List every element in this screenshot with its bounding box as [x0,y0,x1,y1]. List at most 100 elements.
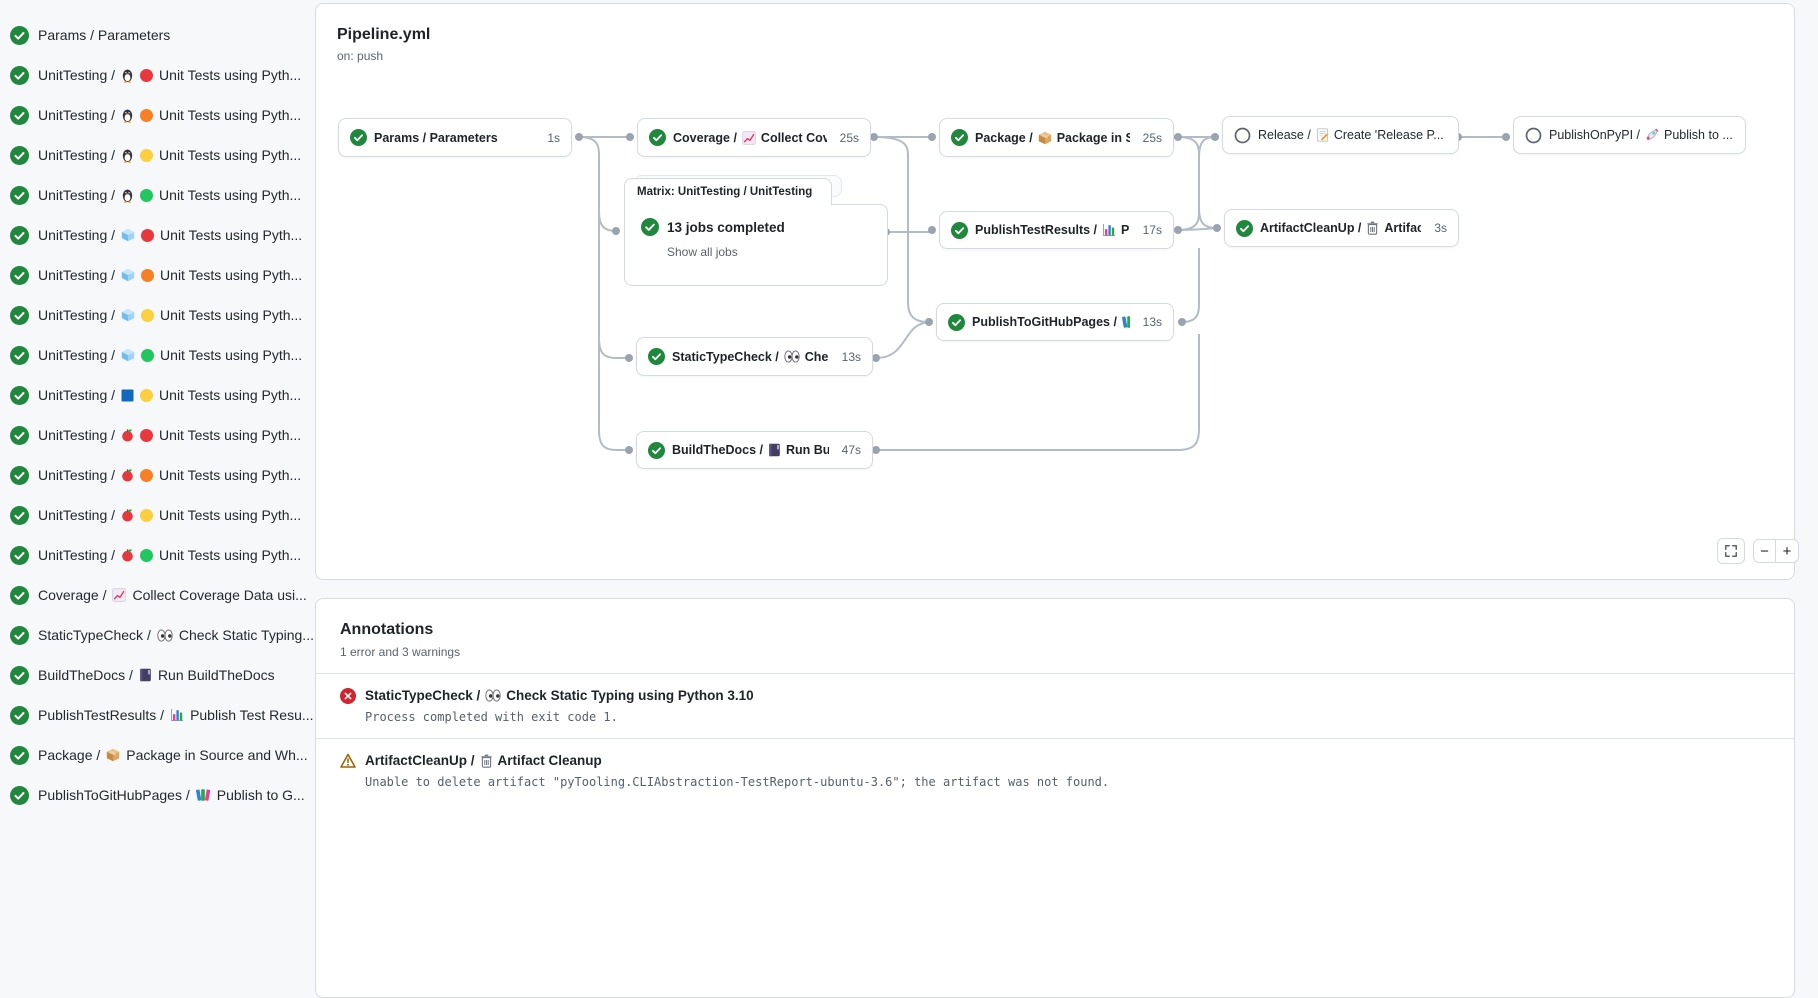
penguin-icon [121,68,134,83]
workflow-node-publishonpypi[interactable]: PublishOnPyPI /Publish to ... [1513,116,1746,154]
sidebar-job-item[interactable]: UnitTesting /Unit Tests using Pyth... [0,135,313,175]
sidebar-job-label: UnitTesting /Unit Tests using Pyth... [38,307,302,323]
success-check-icon [10,666,29,685]
sidebar-job-item[interactable]: UnitTesting /Unit Tests using Pyth... [0,495,313,535]
eyes-icon [157,629,173,642]
eyes-icon [485,689,501,702]
error-icon [340,688,356,704]
book-icon [768,443,781,457]
warning-icon [340,753,356,769]
workflow-node-coverage[interactable]: Coverage /Collect Cove...25s [637,118,871,157]
memo-icon [1316,128,1329,142]
apple-icon [121,428,134,442]
version-dot-yellow-icon [140,509,153,522]
trash-icon [1366,221,1379,235]
node-label: Coverage /Collect Cove... [673,131,827,145]
sidebar-job-item[interactable]: StaticTypeCheck /Check Static Typing... [0,615,313,655]
workflow-node-publishtogithubpages[interactable]: PublishToGitHubPages /...13s [936,303,1174,341]
sidebar-job-item[interactable]: UnitTesting /Unit Tests using Pyth... [0,335,313,375]
books-icon [1122,315,1130,329]
show-all-jobs-link[interactable]: Show all jobs [667,245,871,259]
node-label: PublishToGitHubPages /... [972,315,1130,329]
sidebar-job-item[interactable]: UnitTesting /Unit Tests using Pyth... [0,375,313,415]
annotations-panel: Annotations 1 error and 3 warnings Stati… [315,598,1795,998]
sidebar-job-item[interactable]: Params / Parameters [0,15,313,55]
sidebar-job-item[interactable]: UnitTesting /Unit Tests using Pyth... [0,455,313,495]
sidebar-job-item[interactable]: UnitTesting /Unit Tests using Pyth... [0,55,313,95]
sidebar-job-item[interactable]: PublishToGitHubPages /Publish to G... [0,775,313,815]
workflow-node-statictypecheck[interactable]: StaticTypeCheck /Chec...13s [636,337,873,376]
node-label: ArtifactCleanUp /Artifac... [1260,221,1421,235]
success-check-icon [10,346,29,365]
matrix-group-label: Matrix: UnitTesting / UnitTesting [637,186,812,198]
matrix-jobs-completed-label: 13 jobs completed [667,220,785,235]
sidebar-job-item[interactable]: UnitTesting /Unit Tests using Pyth... [0,295,313,335]
version-dot-green-icon [140,549,153,562]
node-label: BuildTheDocs /Run Buil... [672,443,829,457]
sidebar-job-label: UnitTesting /Unit Tests using Pyth... [38,427,301,443]
annotations-title: Annotations [340,621,1770,639]
jobs-sidebar: Params / ParametersUnitTesting /Unit Tes… [0,0,313,815]
workflow-node-release[interactable]: Release /Create 'Release P... [1222,116,1459,154]
cube-icon [121,308,135,322]
zoom-in-button[interactable]: + [1776,539,1799,563]
sidebar-job-item[interactable]: BuildTheDocs /Run BuildTheDocs [0,655,313,695]
workflow-node-buildthedocs[interactable]: BuildTheDocs /Run Buil...47s [636,431,873,469]
matrix-group-tab: Matrix: UnitTesting / UnitTesting [624,178,832,205]
fullscreen-button[interactable] [1717,538,1745,564]
zoom-out-button[interactable]: − [1753,539,1776,563]
package-icon [1038,131,1052,145]
node-duration: 25s [1137,131,1162,145]
sidebar-job-item[interactable]: Coverage /Collect Coverage Data usi... [0,575,313,615]
sidebar-job-label: UnitTesting /Unit Tests using Pyth... [38,147,301,163]
success-check-icon [10,786,29,805]
workflow-node-params[interactable]: Params / Parameters1s [338,118,572,157]
success-check-icon [10,546,29,565]
cube-icon [121,348,135,362]
barchart-icon [170,708,184,722]
books-icon [196,788,211,802]
sidebar-job-item[interactable]: UnitTesting /Unit Tests using Pyth... [0,175,313,215]
success-check-icon [10,26,29,45]
book-icon [139,668,152,682]
skipped-circle-icon [1234,127,1251,144]
workflow-run-page: { "colors": { "success": "#1f883d", "err… [0,0,1818,815]
sidebar-job-label: UnitTesting /Unit Tests using Pyth... [38,227,302,243]
sidebar-job-label: UnitTesting /Unit Tests using Pyth... [38,507,301,523]
success-check-icon [10,66,29,85]
annotation-title[interactable]: ArtifactCleanUp /Artifact Cleanup [365,753,1109,768]
sidebar-job-item[interactable]: UnitTesting /Unit Tests using Pyth... [0,415,313,455]
success-check-icon [951,222,968,239]
success-check-icon [948,314,965,331]
node-duration: 17s [1137,223,1162,237]
zoom-controls: − + [1753,539,1799,563]
sidebar-job-label: UnitTesting /Unit Tests using Pyth... [38,387,301,403]
graph-header: Pipeline.yml on: push [337,26,430,63]
cube-icon [121,268,135,282]
success-check-icon [10,386,29,405]
workflow-node-publishtestresults[interactable]: PublishTestResults /Pu...17s [939,211,1174,249]
sidebar-job-label: UnitTesting /Unit Tests using Pyth... [38,547,301,563]
success-check-icon [10,586,29,605]
sidebar-job-label: StaticTypeCheck /Check Static Typing... [38,627,313,643]
success-check-icon [10,426,29,445]
sidebar-job-item[interactable]: UnitTesting /Unit Tests using Pyth... [0,535,313,575]
sidebar-job-label: UnitTesting /Unit Tests using Pyth... [38,267,302,283]
success-check-icon [641,218,659,236]
version-dot-red-icon [140,429,153,442]
workflow-node-artifactcleanup[interactable]: ArtifactCleanUp /Artifac... 3s [1224,209,1459,247]
workflow-graph-panel: Pipeline.yml on: push Params / Parameter… [315,3,1795,580]
sidebar-job-item[interactable]: UnitTesting /Unit Tests using Pyth... [0,95,313,135]
version-dot-orange-icon [140,469,153,482]
workflow-node-package[interactable]: Package /Package in So...25s [939,118,1174,157]
success-check-icon [648,442,665,459]
annotation-title[interactable]: StaticTypeCheck /Check Static Typing usi… [365,688,754,703]
node-duration: 3s [1428,221,1447,235]
sidebar-job-item[interactable]: UnitTesting /Unit Tests using Pyth... [0,255,313,295]
sidebar-job-item[interactable]: UnitTesting /Unit Tests using Pyth... [0,215,313,255]
node-duration: 1s [541,131,560,145]
sidebar-job-item[interactable]: PublishTestResults /Publish Test Resu... [0,695,313,735]
matrix-group-card[interactable]: 13 jobs completed Show all jobs [624,204,888,286]
sidebar-job-item[interactable]: Package /Package in Source and Wh... [0,735,313,775]
version-dot-green-icon [140,189,153,202]
